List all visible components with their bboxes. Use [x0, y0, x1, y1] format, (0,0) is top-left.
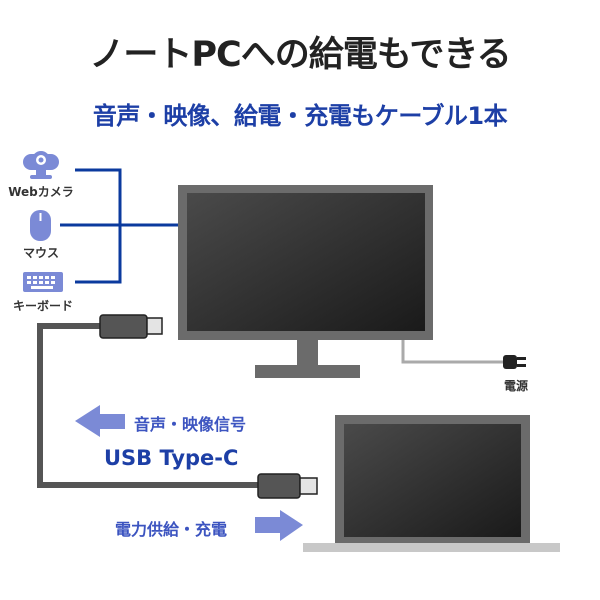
usb-c-connector-monitor — [99, 314, 163, 339]
webcam-label: Webカメラ — [8, 185, 74, 199]
mouse-label: マウス — [22, 246, 59, 260]
keyboard-label: キーボード — [12, 299, 73, 313]
cable-label: USB Type-C — [104, 446, 239, 470]
power-plug-icon — [503, 355, 526, 369]
mouse-icon — [30, 210, 51, 241]
signal-label: 音声・映像信号 — [134, 415, 247, 434]
usb-c-connector-laptop — [257, 473, 318, 499]
charge-label: 電力供給・充電 — [115, 520, 228, 539]
keyboard-icon — [23, 272, 63, 292]
subtitle: 音声・映像、給電・充電もケーブル1本 — [92, 102, 508, 130]
laptop-icon — [303, 415, 560, 552]
arrow-left-icon — [75, 405, 125, 437]
monitor-icon — [178, 185, 433, 378]
peripheral-connection-lines — [60, 168, 180, 284]
webcam-icon — [23, 151, 59, 179]
page-title: ノートPCへの給電もできる — [89, 35, 511, 75]
arrow-right-icon — [255, 510, 303, 541]
usb-c-cable — [37, 323, 258, 488]
power-label: 電源 — [503, 379, 528, 393]
power-cable — [401, 340, 505, 364]
